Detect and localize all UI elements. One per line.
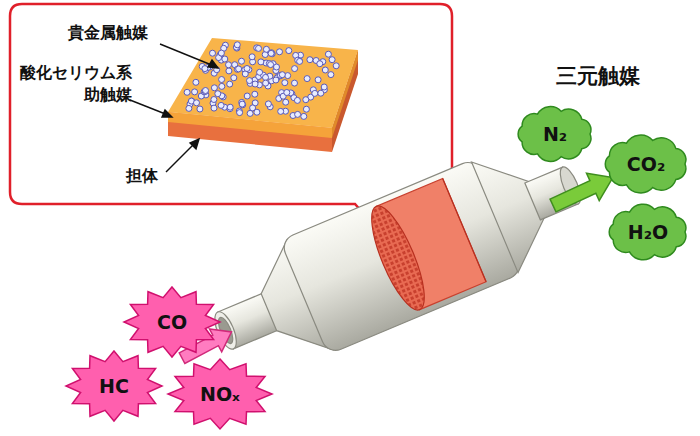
- gas-name: NOₓ: [200, 383, 240, 405]
- outflow-arrow: [547, 164, 619, 219]
- diagram-title: 三元触媒: [556, 62, 640, 90]
- gas-name: N₂: [543, 123, 567, 145]
- converter: [194, 126, 601, 391]
- clean-gas-cloud: H₂O: [605, 203, 691, 261]
- part-label: 担体: [126, 165, 186, 187]
- part-label: 貴金属触媒: [68, 22, 188, 44]
- exhaust-gas-burst: HC: [66, 351, 162, 421]
- exhaust-gas-burst: CO: [124, 287, 220, 357]
- gas-name: CO₂: [627, 153, 665, 175]
- leader-lines: [130, 44, 218, 172]
- gas-name: HC: [99, 375, 129, 397]
- gas-name: CO: [157, 311, 187, 333]
- clean-gas-cloud: CO₂: [601, 134, 691, 194]
- catalyst-layers: [168, 38, 358, 152]
- part-label: 酸化セリウム系 助触媒: [14, 62, 132, 105]
- clean-gas-cloud: N₂: [514, 105, 596, 163]
- exhaust-gas-burst: NOₓ: [168, 359, 272, 429]
- gas-name: H₂O: [628, 221, 668, 243]
